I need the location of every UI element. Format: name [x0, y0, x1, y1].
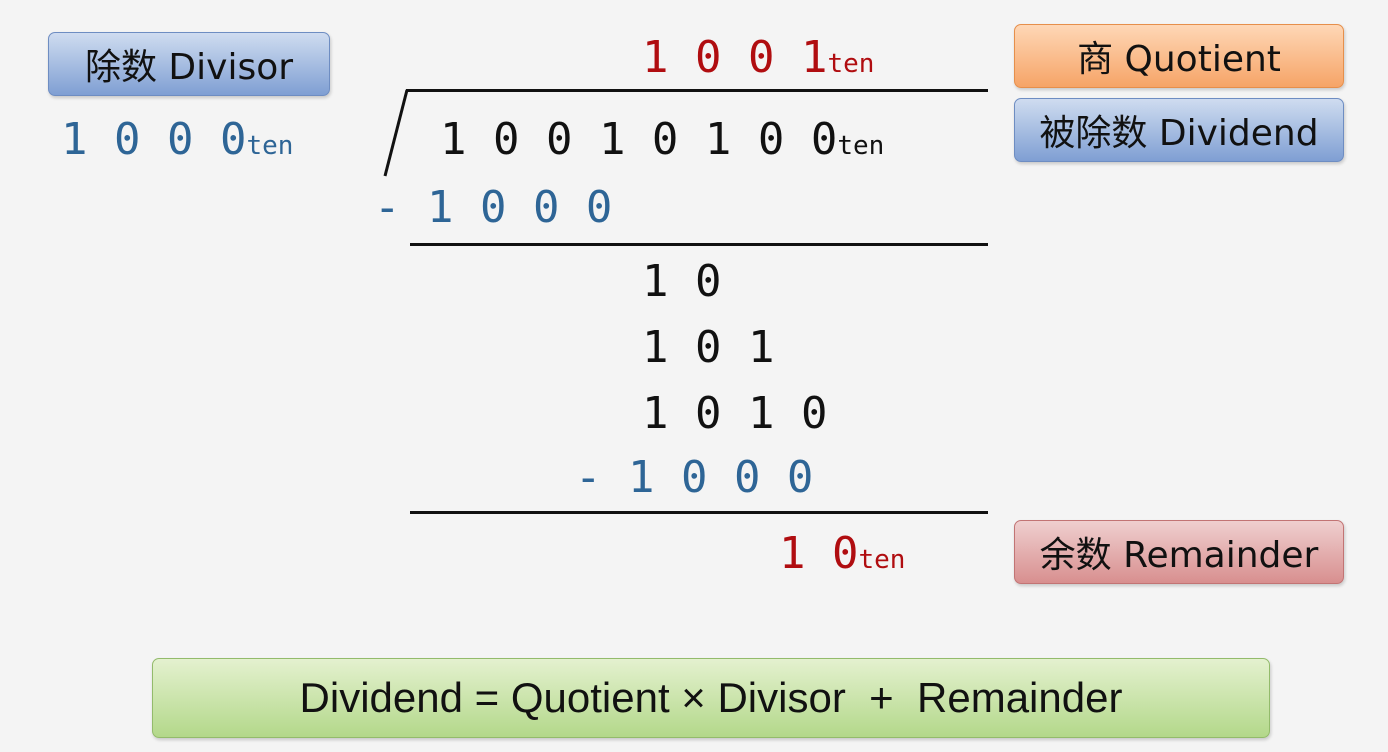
subtract-step-2: - 1 0 0 0: [575, 452, 814, 503]
quotient-number: 1 0 0 1ten: [642, 36, 874, 86]
subtract-line-1: [410, 243, 988, 246]
dividend-number: 1 0 0 1 0 1 0 0ten: [440, 118, 884, 168]
divisor-number: 1 0 0 0ten: [61, 118, 293, 168]
division-bracket: [383, 89, 409, 177]
remainder-number: 1 0ten: [779, 532, 905, 582]
divisor-label: 除数 Divisor: [48, 32, 330, 96]
dividend-digits: 1 0 0 1 0 1 0 0: [440, 114, 838, 165]
remainder-base-subscript: ten: [858, 545, 906, 575]
partial-step-2: 1 0 1: [642, 322, 775, 373]
remainder-label: 余数 Remainder: [1014, 520, 1344, 584]
divisor-digits: 1 0 0 0: [61, 114, 247, 165]
divisor-base-subscript: ten: [246, 131, 294, 161]
quotient-base-subscript: ten: [827, 49, 875, 79]
partial-step-3: 1 0 1 0: [642, 388, 828, 439]
partial-step-1: 1 0: [642, 256, 722, 307]
dividend-base-subscript: ten: [837, 131, 885, 161]
quotient-digits: 1 0 0 1: [642, 32, 828, 83]
division-formula: Dividend = Quotient × Divisor + Remainde…: [152, 658, 1270, 738]
subtract-line-2: [410, 511, 988, 514]
quotient-label: 商 Quotient: [1014, 24, 1344, 88]
subtract-step-1: - 1 0 0 0: [374, 182, 613, 233]
remainder-digits: 1 0: [779, 528, 859, 579]
division-bar: [406, 89, 988, 92]
dividend-label: 被除数 Dividend: [1014, 98, 1344, 162]
